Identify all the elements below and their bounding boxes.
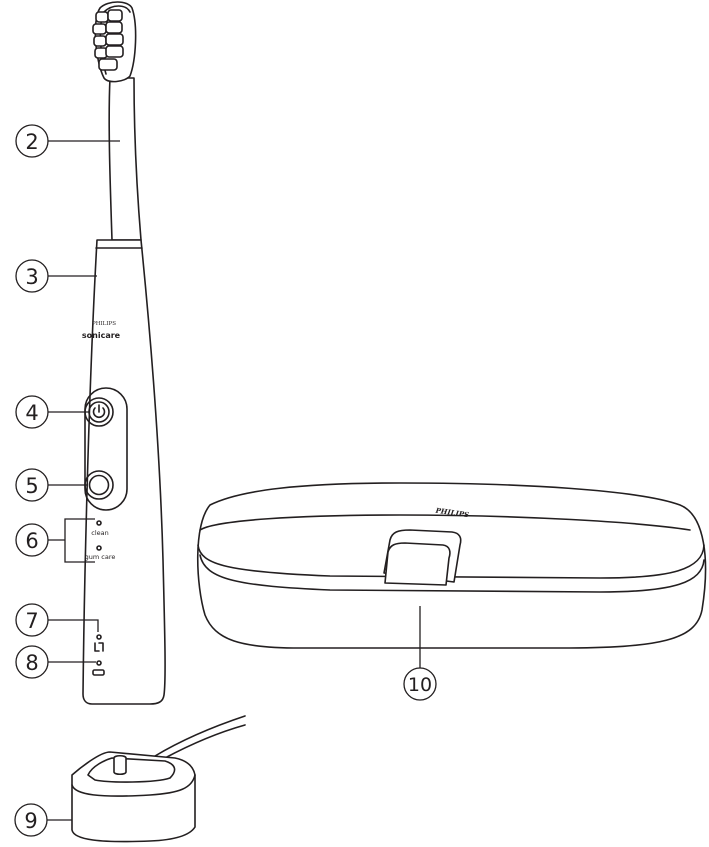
svg-text:6: 6 [25, 529, 38, 553]
svg-text:9: 9 [24, 809, 37, 833]
handle-product-logo: sonicare [82, 331, 121, 340]
leader-lines [47, 140, 421, 821]
callout-3: 3 [15, 259, 49, 293]
callout-4: 4 [15, 395, 49, 429]
travel-case: PHILIPS [196, 482, 707, 649]
callout-5: 5 [15, 468, 49, 502]
button-panel [84, 387, 128, 511]
brush-head-reminder-icon [94, 642, 104, 652]
clean-led [96, 520, 102, 526]
handle: PHILIPS sonicare clean gum care [82, 239, 166, 705]
callout-2: 2 [15, 124, 49, 158]
svg-text:5: 5 [25, 474, 38, 498]
callout-8: 8 [15, 645, 49, 679]
callout-7: 7 [15, 603, 49, 637]
svg-text:8: 8 [25, 651, 38, 675]
callout-6: 6 [15, 523, 49, 557]
bristle-tufts [92, 9, 124, 71]
svg-text:7: 7 [25, 609, 38, 633]
brush-head [92, 1, 142, 241]
svg-text:10: 10 [408, 674, 432, 696]
gum-care-led [96, 545, 102, 551]
case-clasp[interactable] [383, 529, 462, 586]
battery-icon [92, 669, 105, 676]
clean-label: clean [91, 529, 108, 537]
handle-brand: PHILIPS [92, 321, 116, 327]
gum-care-label: gum care [85, 553, 116, 561]
svg-text:3: 3 [25, 265, 38, 289]
charger [71, 715, 246, 843]
callout-9: 9 [14, 803, 48, 837]
svg-text:2: 2 [25, 130, 38, 154]
svg-text:4: 4 [25, 401, 38, 425]
callout-10: 10 [403, 667, 437, 701]
replacement-reminder-led [96, 634, 102, 640]
power-icon [92, 404, 106, 419]
battery-led [96, 660, 102, 666]
